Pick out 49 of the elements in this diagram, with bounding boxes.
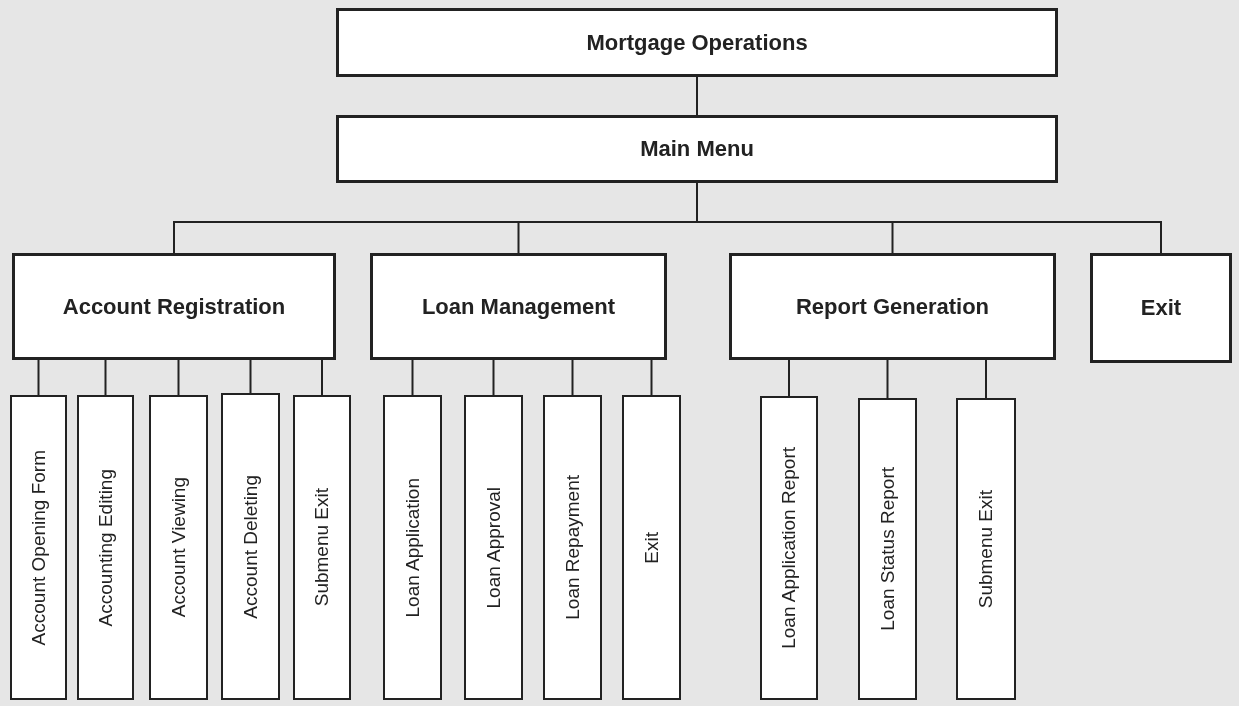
node-label: Loan Approval	[482, 486, 505, 609]
submenu-box	[10, 395, 67, 700]
menu-box	[1090, 253, 1232, 363]
menu-box	[336, 115, 1058, 183]
menu-box	[729, 253, 1056, 360]
connector-line	[492, 359, 495, 396]
node-label: Loan Application Report	[778, 447, 800, 649]
connector-line	[886, 359, 889, 399]
submenu-box	[760, 396, 818, 700]
connector-line	[788, 359, 790, 397]
submenu-box	[293, 395, 351, 700]
connector-line	[37, 359, 40, 396]
submenu-box	[956, 398, 1016, 700]
connector-line	[650, 359, 653, 396]
connector-line	[696, 76, 698, 116]
submenu-box	[464, 395, 523, 700]
node-label: Submenu Exit	[311, 488, 333, 607]
node-label: Account Deleting	[239, 474, 262, 619]
node-label: Report Generation	[795, 293, 990, 320]
submenu-box	[149, 395, 208, 700]
connector-line	[321, 359, 323, 396]
menu-box	[12, 253, 336, 360]
node-label: Loan Status Report	[876, 467, 899, 631]
submenu-box	[383, 395, 442, 700]
node-label: Main Menu	[640, 136, 754, 162]
node-label: Accounting Editing	[94, 468, 117, 627]
node-label: Exit	[640, 531, 663, 564]
submenu-box	[622, 395, 681, 700]
connector-line	[177, 359, 180, 396]
connector-line	[104, 359, 107, 396]
node-label: Exit	[1140, 295, 1182, 321]
node-label: Loan Repayment	[561, 475, 584, 620]
connector-line	[571, 359, 574, 396]
connector-line	[411, 359, 414, 396]
node-label: Submenu Exit	[975, 489, 997, 609]
root-box	[336, 8, 1058, 77]
submenu-box	[858, 398, 917, 700]
submenu-box	[543, 395, 602, 700]
node-label: Loan Management	[421, 293, 616, 320]
node-label: Account Opening Form	[27, 449, 50, 646]
connector-line	[985, 359, 987, 399]
submenu-box	[221, 393, 280, 700]
node-label: Loan Application	[401, 477, 424, 618]
node-label: Account Registration	[62, 293, 286, 320]
submenu-box	[77, 395, 134, 700]
node-label: Mortgage Operations	[586, 29, 808, 56]
menu-box	[370, 253, 667, 360]
node-label: Account Viewing	[167, 477, 190, 618]
connector-line	[249, 359, 252, 394]
